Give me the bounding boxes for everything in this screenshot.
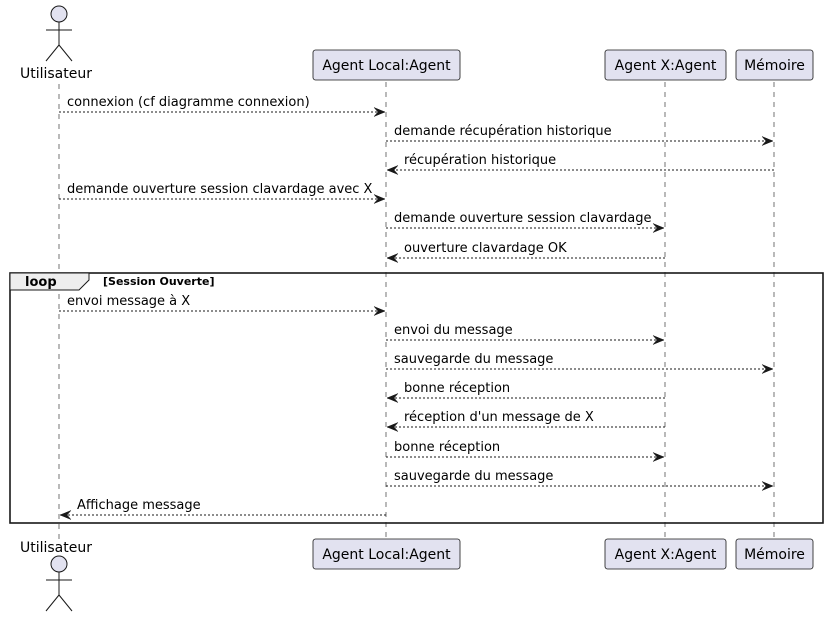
message-label: ouverture clavardage OK — [404, 241, 567, 256]
arrowhead-icon — [652, 452, 665, 462]
message-label: connexion (cf diagramme connexion) — [67, 95, 310, 110]
message-label: demande ouverture session clavardage ave… — [67, 182, 373, 197]
message-label: envoi du message — [394, 323, 513, 338]
actor-label: Utilisateur — [20, 540, 92, 556]
message-bonne-reception: bonne réception — [386, 440, 665, 462]
arrowhead-icon — [652, 223, 665, 233]
loop-tab — [9, 272, 90, 291]
message-demande-ouverture-session-clavardage-avec-x: demande ouverture session clavardage ave… — [59, 182, 386, 204]
stick-figure-icon — [45, 5, 73, 62]
arrowhead-icon — [652, 335, 665, 345]
message-label: Affichage message — [77, 498, 201, 513]
participant-label: Agent X:Agent — [615, 58, 717, 74]
actor-bottom-user: Utilisateur — [20, 540, 92, 612]
participant-bottom-x: Agent X:Agent — [604, 538, 727, 570]
message-label: récupération historique — [404, 153, 556, 168]
message-ouverture-clavardage-ok: ouverture clavardage OK — [386, 241, 665, 263]
actor-top-user: Utilisateur — [20, 5, 92, 82]
participant-label: Agent Local:Agent — [322, 58, 451, 74]
message-label: demande ouverture session clavardage — [394, 211, 651, 226]
arrowhead-icon — [373, 306, 386, 316]
arrowhead-icon — [386, 165, 399, 175]
arrowhead-icon — [373, 107, 386, 117]
message-label: sauvegarde du message — [394, 352, 553, 367]
participant-label: Mémoire — [744, 547, 805, 563]
message-affichage-message: Affichage message — [59, 498, 386, 520]
message-label: sauvegarde du message — [394, 469, 553, 484]
message-sauvegarde-du-message: sauvegarde du message — [386, 469, 774, 491]
participant-top-local: Agent Local:Agent — [312, 49, 461, 81]
arrowhead-icon — [761, 481, 774, 491]
message-label: bonne réception — [394, 440, 500, 455]
arrowhead-icon — [761, 136, 774, 146]
actor-label: Utilisateur — [20, 66, 92, 82]
message-demande-recuperation-historique: demande récupération historique — [386, 124, 774, 146]
message-label: demande récupération historique — [394, 124, 612, 139]
message-demande-ouverture-session-clavardage: demande ouverture session clavardage — [386, 211, 665, 233]
arrowhead-icon — [386, 253, 399, 263]
arrowhead-icon — [761, 364, 774, 374]
participant-label: Agent X:Agent — [615, 547, 717, 563]
loop-condition: [Session Ouverte] — [103, 275, 214, 288]
participant-top-mem: Mémoire — [735, 49, 814, 81]
participant-bottom-mem: Mémoire — [735, 538, 814, 570]
message-sauvegarde-du-message: sauvegarde du message — [386, 352, 774, 374]
message-label: réception d'un message de X — [404, 410, 594, 425]
message-label: bonne réception — [404, 381, 510, 396]
message-connexion-cf-diagramme-connexion: connexion (cf diagramme connexion) — [59, 95, 386, 117]
message-envoi-du-message: envoi du message — [386, 323, 665, 345]
loop-frame: loop [Session Ouverte] — [9, 272, 824, 524]
participant-label: Agent Local:Agent — [322, 547, 451, 563]
message-bonne-reception: bonne réception — [386, 381, 665, 403]
arrowhead-icon — [59, 510, 72, 520]
loop-keyword: loop — [25, 275, 57, 290]
message-recuperation-historique: récupération historique — [386, 153, 774, 175]
message-label: envoi message à X — [67, 294, 190, 309]
arrowhead-icon — [373, 194, 386, 204]
arrowhead-icon — [386, 422, 399, 432]
message-reception-d-un-message-de-x: réception d'un message de X — [386, 410, 665, 432]
arrowhead-icon — [386, 393, 399, 403]
participant-label: Mémoire — [744, 58, 805, 74]
message-envoi-message-a-x: envoi message à X — [59, 294, 386, 316]
participant-top-x: Agent X:Agent — [604, 49, 727, 81]
participant-bottom-local: Agent Local:Agent — [312, 538, 461, 570]
stick-figure-icon — [45, 555, 73, 612]
